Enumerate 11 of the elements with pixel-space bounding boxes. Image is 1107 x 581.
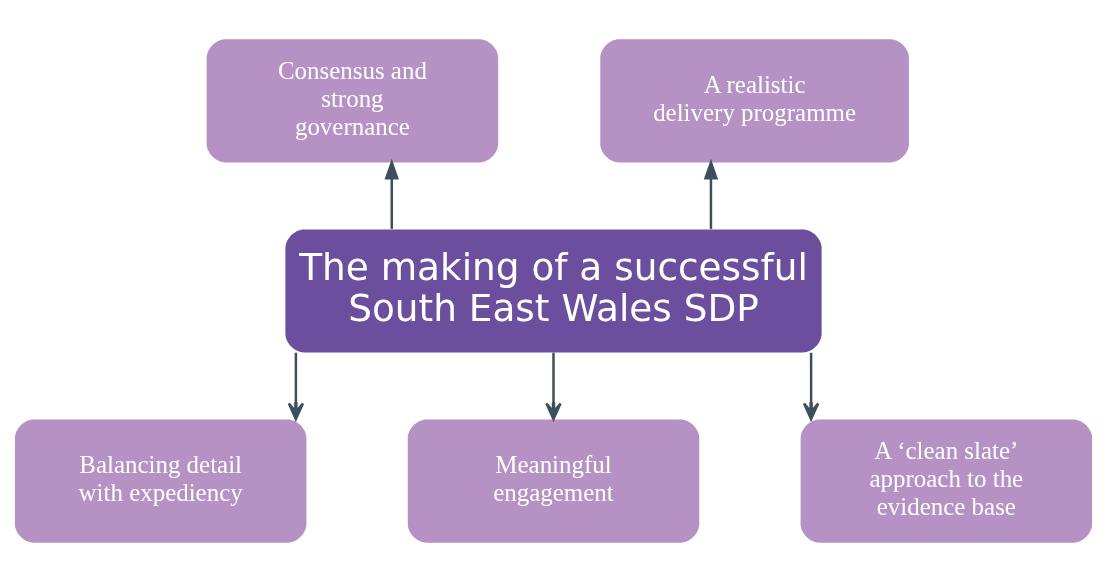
arrow <box>287 352 305 420</box>
arrow <box>703 158 719 229</box>
arrow <box>384 158 399 229</box>
node-box: Consensus and strong governance <box>206 38 499 162</box>
node-box: A realistic delivery programme <box>600 38 909 162</box>
node-box: A ‘clean slate’ approach to the evidence base <box>800 419 1093 543</box>
node-box: Balancing detail with expediency <box>14 419 307 543</box>
node-box: The making of a successful South East Wales SDP <box>285 228 822 353</box>
arrow <box>545 352 562 420</box>
arrow <box>802 352 820 420</box>
node-box: Meaningful engagement <box>407 419 700 543</box>
